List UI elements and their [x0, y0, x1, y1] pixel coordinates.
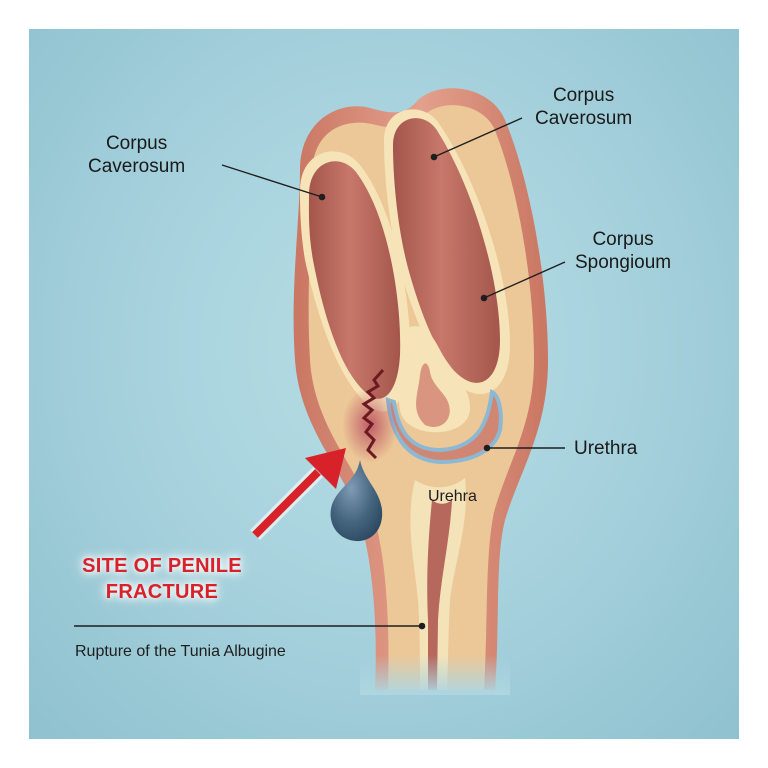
red-arrow-icon [250, 448, 346, 540]
hematoma-blob [330, 460, 383, 542]
left-corpus-caverosum [308, 161, 401, 399]
label-corpus-spongioum: Corpus Spongioum [575, 228, 671, 274]
label-line-2: FRACTURE [105, 581, 219, 603]
label-line-2: Caverosum [88, 156, 186, 177]
urethra-canal [427, 500, 452, 690]
label-line-1: SITE OF PENILE [82, 555, 242, 577]
label-fracture-site: SITE OF PENILE FRACTURE [62, 553, 262, 605]
label-line-1: Corpus [105, 133, 168, 154]
fracture-crack [361, 368, 385, 460]
urethra-chamber [385, 388, 503, 465]
label-rupture: Rupture of the Tunia Albugine [75, 643, 286, 660]
label-line-2: Spongioum [575, 252, 672, 273]
bottom-fade [360, 655, 510, 695]
label-corpus-caverosum-left: Corpus Caverosum [88, 132, 185, 178]
label-line-1: Corpus [552, 85, 615, 106]
label-corpus-caverosum-right: Corpus Caverosum [535, 84, 632, 130]
label-urehra-inner: Urehra [428, 488, 477, 505]
leader-lines [74, 117, 566, 630]
septum-inner [416, 363, 450, 428]
label-line-1: Corpus [592, 229, 654, 250]
label-line-2: Caverosum [535, 108, 633, 129]
label-urethra: Urethra [574, 438, 638, 459]
right-corpus-caverosum [393, 118, 500, 383]
